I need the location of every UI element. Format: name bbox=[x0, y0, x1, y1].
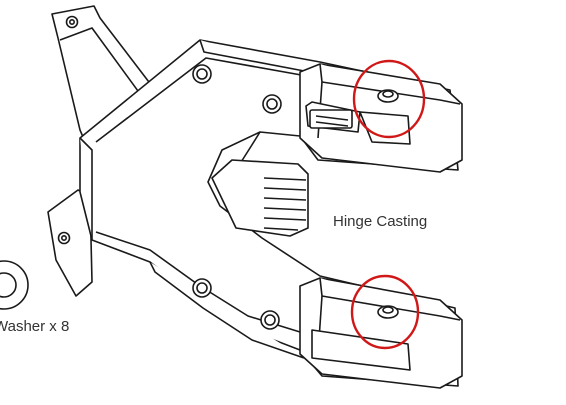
mounting-holes bbox=[192, 64, 282, 330]
washer-icon bbox=[0, 260, 29, 310]
ribbed-fin bbox=[211, 159, 309, 237]
highlight-circle-upper bbox=[352, 59, 426, 139]
upper-arm bbox=[299, 63, 463, 173]
lower-arm bbox=[299, 277, 463, 389]
hinge-casting-label: Hinge Casting bbox=[333, 213, 428, 230]
highlight-circle-lower bbox=[350, 274, 420, 350]
washer-label: Washer x 8 bbox=[0, 318, 70, 335]
hinge-pins bbox=[377, 89, 399, 319]
